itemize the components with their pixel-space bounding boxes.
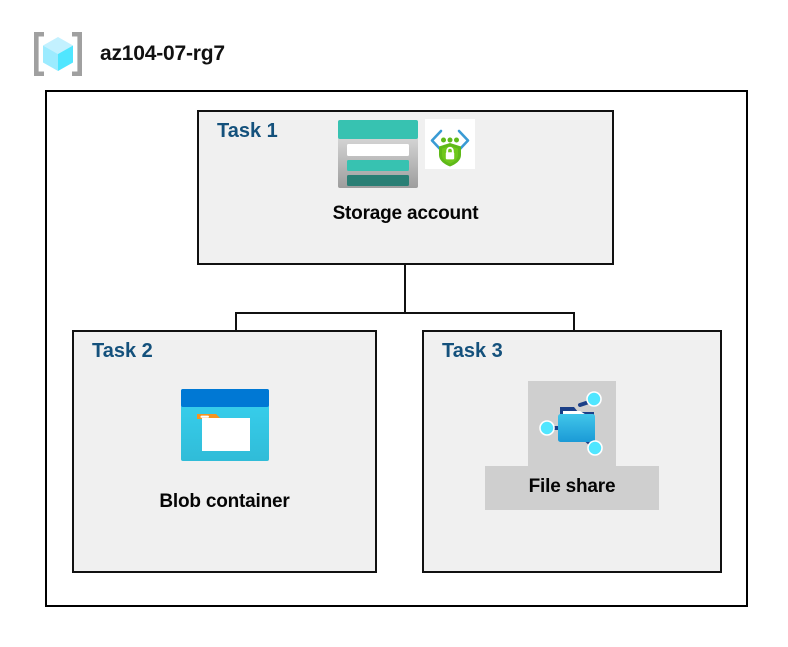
file-share-caption: File share <box>528 476 616 497</box>
connector-storage-to-tree <box>404 230 406 314</box>
node-storage-account: Storage account <box>197 119 614 225</box>
connector-horizontal-bar <box>235 312 575 314</box>
file-share-icon-plate <box>528 381 616 470</box>
secure-endpoint-shield-icon <box>424 119 475 174</box>
blob-container-icon <box>180 388 270 467</box>
task-3-label: Task 3 <box>442 340 503 362</box>
file-share-icon <box>536 387 608 464</box>
file-share-label-plate: File share <box>484 466 660 510</box>
storage-account-icon <box>337 119 419 194</box>
storage-account-icon-row <box>337 119 475 194</box>
resource-group-header: az104-07-rg7 <box>30 29 225 79</box>
node-file-share: File share <box>422 381 722 510</box>
storage-account-caption: Storage account <box>332 203 479 224</box>
blob-container-caption: Blob container <box>159 491 290 512</box>
task-1-label: Task 1 <box>217 120 278 142</box>
resource-group-name: az104-07-rg7 <box>100 42 225 65</box>
node-blob-container: Blob container <box>72 388 377 513</box>
task-2-label: Task 2 <box>92 340 153 362</box>
resource-group-cube-icon <box>30 29 86 79</box>
